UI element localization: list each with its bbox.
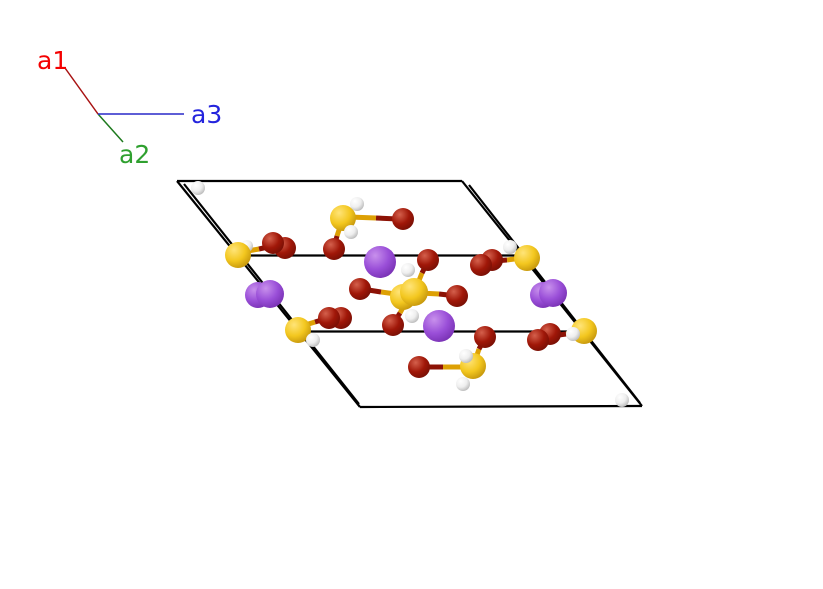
atom-H[interactable]: [566, 327, 580, 341]
atom-O[interactable]: [318, 307, 340, 329]
atom-O[interactable]: [349, 278, 371, 300]
axes-widget: [64, 67, 184, 143]
unit-cell-edge: [359, 404, 643, 409]
atom-H[interactable]: [459, 349, 473, 363]
axis-line-a2: [97, 113, 124, 143]
atom-H[interactable]: [615, 393, 629, 407]
atom-S[interactable]: [285, 317, 311, 343]
atom-K[interactable]: [256, 280, 284, 308]
atom-O[interactable]: [417, 249, 439, 271]
atom-S[interactable]: [514, 245, 540, 271]
atom-O[interactable]: [470, 254, 492, 276]
axis-label-a2: a2: [119, 140, 151, 169]
atom-H[interactable]: [456, 377, 470, 391]
atom-O[interactable]: [446, 285, 468, 307]
atom-O[interactable]: [474, 326, 496, 348]
atom-S[interactable]: [400, 278, 428, 306]
atom-O[interactable]: [382, 314, 404, 336]
axis-line-a1: [64, 67, 99, 115]
atom-O[interactable]: [323, 238, 345, 260]
atom-O[interactable]: [392, 208, 414, 230]
atom-H[interactable]: [405, 309, 419, 323]
atom-H[interactable]: [401, 263, 415, 277]
axis-label-a3: a3: [191, 100, 223, 129]
atom-S[interactable]: [330, 205, 356, 231]
axis-label-a1: a1: [37, 46, 69, 75]
atom-H[interactable]: [503, 240, 517, 254]
atom-K[interactable]: [364, 246, 396, 278]
atom-H[interactable]: [306, 333, 320, 347]
atom-O[interactable]: [527, 329, 549, 351]
atom-H[interactable]: [344, 225, 358, 239]
atom-H[interactable]: [191, 181, 205, 195]
atom-K[interactable]: [423, 310, 455, 342]
atom-S[interactable]: [225, 242, 251, 268]
atoms: [191, 181, 629, 407]
atom-K[interactable]: [539, 279, 567, 307]
atom-O[interactable]: [408, 356, 430, 378]
atom-H[interactable]: [350, 197, 364, 211]
atom-O[interactable]: [262, 232, 284, 254]
